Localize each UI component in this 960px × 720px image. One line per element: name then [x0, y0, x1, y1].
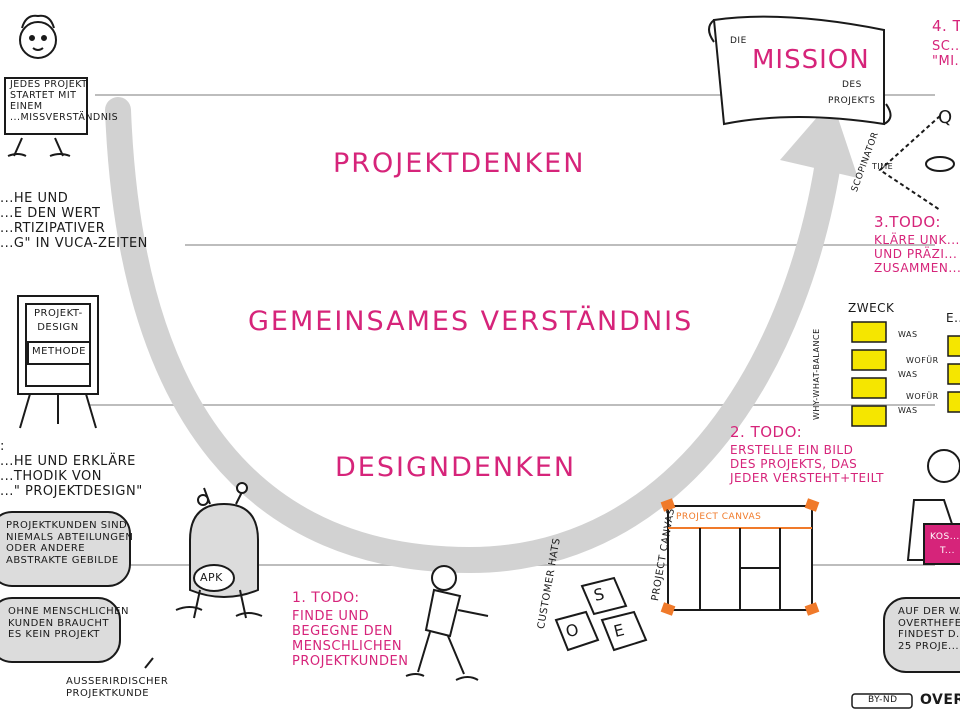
band-title-projektdenken: PROJEKTDENKEN	[333, 148, 586, 179]
scopinator-diagram	[878, 115, 955, 211]
sign-top-left: JEDES PROJEKT STARTET MIT EINEM ...MISSV…	[10, 79, 119, 123]
todo-3-title: 3.TODO:	[874, 213, 941, 231]
board-line-3: METHODE	[32, 346, 86, 357]
kosten-sign-line-1: KOS...	[930, 532, 960, 542]
bubble-3-shape	[883, 597, 960, 673]
customer-hats-cards	[554, 576, 648, 652]
scopinator-q: Q	[938, 107, 953, 128]
bottom-right-text: AUF DER W... OVERTHEFE... FINDEST D... 2…	[898, 606, 960, 652]
bubble-2-text: OHNE MENSCHLICHEN KUNDEN BRAUCHT ES KEIN…	[8, 606, 129, 640]
why-what-wofuer-1: WOFÜR	[906, 356, 939, 365]
why-what-was-3: WAS	[898, 406, 918, 415]
alien-figure	[175, 482, 263, 619]
mission-die: DIE	[730, 36, 747, 46]
alien-badge: APK	[200, 571, 223, 584]
alien-caption: AUSSERIRDISCHER PROJEKTKUNDE	[66, 676, 169, 699]
mission-title: MISSION	[752, 45, 870, 75]
why-what-wofuer-2: WOFÜR	[906, 392, 939, 401]
why-what-col-right: E...	[946, 311, 960, 325]
todo-4-text: SC... "MI...	[932, 39, 960, 69]
band-title-gemeinsames-verstaendnis: GEMEINSAMES VERSTÄNDNIS	[248, 306, 694, 337]
todo-2-title: 2. TODO:	[730, 423, 803, 441]
todo-4-title: 4. T...	[932, 17, 960, 35]
canvas-header: PROJECT CANVAS	[676, 512, 762, 522]
bubble-1-text: PROJEKTKUNDEN SIND NIEMALS ABTEILUNGEN O…	[6, 520, 134, 566]
why-what-was-1: WAS	[898, 330, 918, 339]
why-what-boxes	[851, 321, 960, 427]
board-line-2: DESIGN	[37, 322, 79, 333]
canvas-corner-tags	[660, 498, 820, 616]
bubble-1-shape	[0, 511, 131, 587]
band-title-designdenken: DESIGNDENKEN	[335, 452, 577, 483]
u-arrow	[105, 97, 843, 574]
sign-character	[4, 14, 88, 157]
project-canvas-shape	[667, 505, 813, 611]
why-what-label: WHY-WHAT-BALANCE	[812, 328, 821, 420]
scopinator-time: TIME	[872, 162, 894, 171]
kosten-sign-shape	[923, 523, 960, 565]
left-text-2: : ...HE UND ERKLÄRE ...THODIK VON ..." P…	[0, 439, 143, 499]
todo-2-text: ERSTELLE EIN BILD DES PROJEKTS, DAS JEDE…	[730, 443, 884, 485]
license-badge-text: BY-ND	[868, 695, 898, 705]
mission-des: DES	[842, 80, 862, 90]
mission-projekts: PROJEKTS	[828, 96, 876, 106]
brand-logo-text: OVER	[920, 692, 960, 708]
todo-3-text: KLÄRE UNK... UND PRÄZI... ZUSAMMEN...	[874, 233, 960, 275]
kosten-sign-line-2: T...	[940, 546, 956, 556]
why-what-col-left: ZWECK	[848, 301, 895, 315]
walking-person	[405, 565, 489, 681]
bubble-2-shape	[0, 597, 121, 663]
left-text-1: ...HE UND ...E DEN WERT ...RTIZIPATIVER …	[0, 191, 148, 251]
license-badge-shape	[851, 693, 913, 709]
alien-caption-arrow	[144, 657, 154, 669]
why-what-was-2: WAS	[898, 370, 918, 379]
methode-board	[17, 295, 99, 429]
mission-scroll	[708, 15, 892, 126]
todo-1-title: 1. TODO:	[292, 590, 360, 606]
todo-1-text: FINDE UND BEGEGNE DEN MENSCHLICHEN PROJE…	[292, 609, 409, 669]
board-line-1: PROJEKT-	[34, 308, 83, 319]
